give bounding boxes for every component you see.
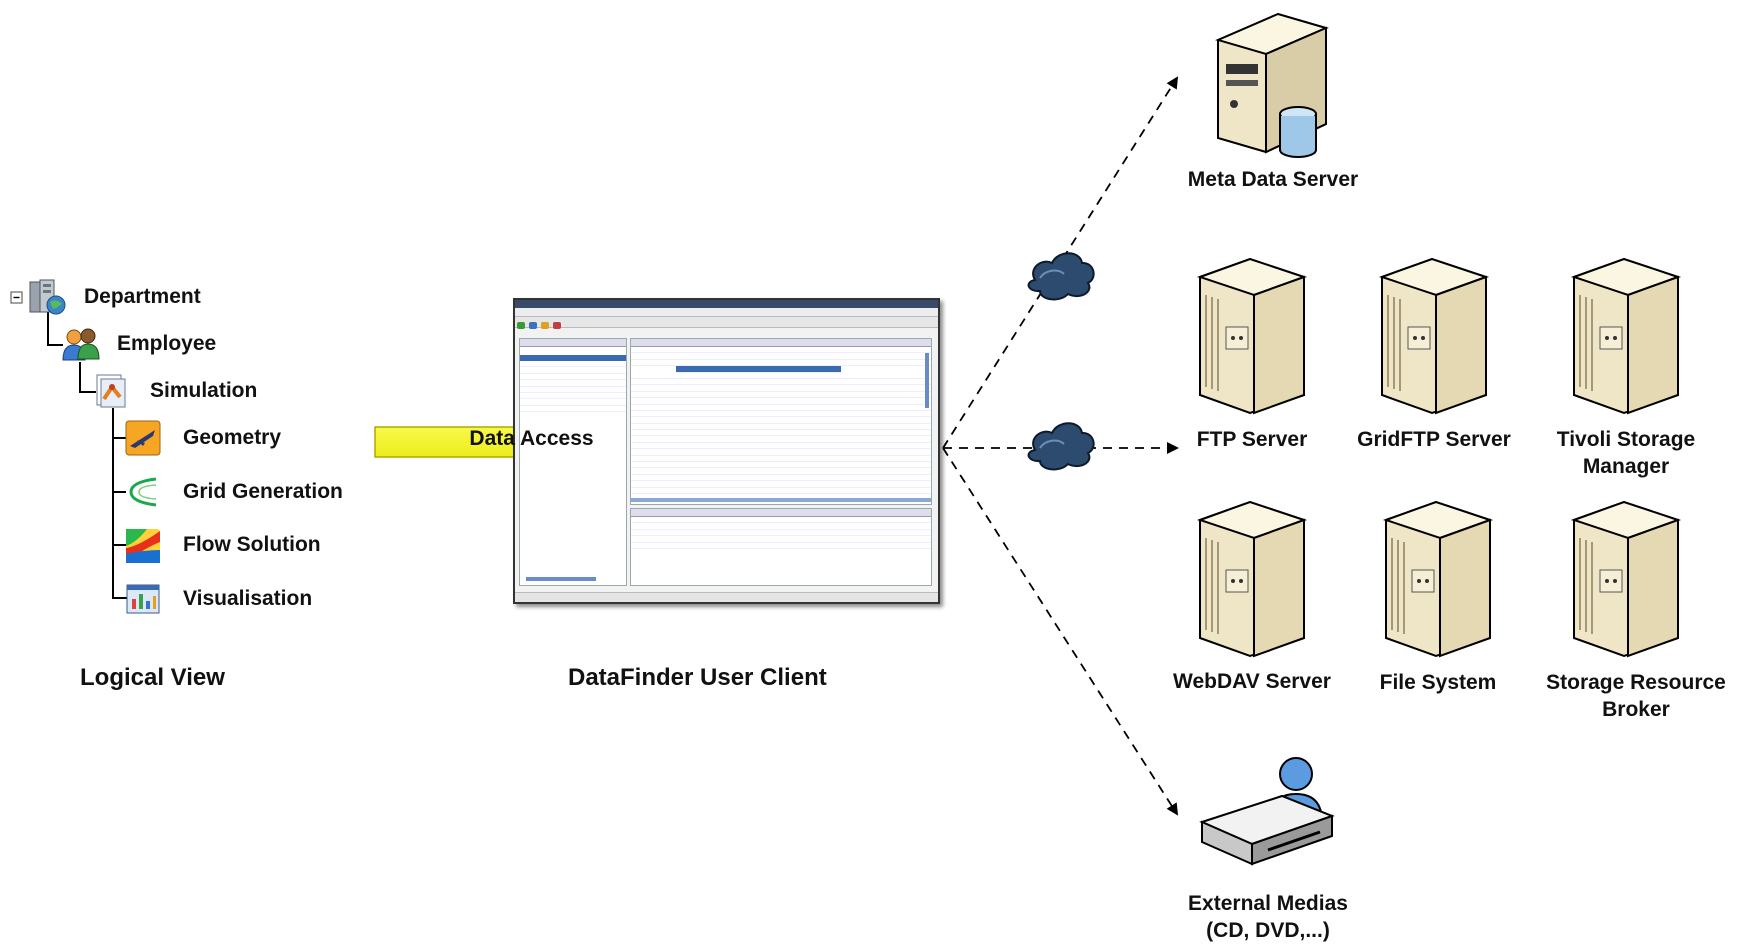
ftp-server-icon: [1196, 257, 1308, 415]
tree-label-simulation: Simulation: [150, 379, 258, 402]
tree-label-flow-solution: Flow Solution: [183, 533, 321, 556]
client-filesystem-pane: [519, 338, 627, 586]
grid-generation-icon: [126, 475, 160, 509]
flow-solution-icon: [126, 529, 160, 563]
client-caption: DataFinder User Client: [568, 664, 827, 691]
tivoli-storage-manager-icon: [1570, 257, 1682, 415]
client-titlebar: [515, 300, 938, 308]
meta-data-server-label: Meta Data Server: [1187, 168, 1359, 191]
webdav-server-label: WebDAV Server: [1173, 670, 1331, 693]
department-icon: [29, 279, 66, 315]
client-statusbar: [515, 592, 938, 602]
gridftp-server-label: GridFTP Server: [1357, 428, 1511, 451]
meta-data-server-icon: [1215, 12, 1329, 158]
collapse-toggle[interactable]: [10, 291, 23, 304]
client-toolbar: [515, 317, 938, 329]
simulation-icon: [96, 374, 126, 408]
logical-view-caption: Logical View: [80, 664, 225, 691]
geometry-icon: [125, 420, 161, 456]
ftp-server-label: FTP Server: [1196, 428, 1308, 451]
datafinder-client-screenshot: [513, 298, 940, 604]
client-attributes-pane: [630, 508, 932, 586]
external-media-icon: [1199, 757, 1335, 866]
storage-resource-broker-icon: [1570, 500, 1682, 658]
network-cloud-icon: [1027, 422, 1095, 471]
tree-label-grid-generation: Grid Generation: [183, 480, 343, 503]
tree-label-department: Department: [84, 285, 201, 308]
tree-label-geometry: Geometry: [183, 426, 282, 449]
employee-icon: [62, 328, 100, 361]
tree-label-visualisation: Visualisation: [183, 587, 313, 610]
file-system-label: File System: [1379, 671, 1497, 694]
client-server-view-pane: [630, 338, 932, 505]
tree-label-employee: Employee: [117, 332, 217, 355]
client-menubar: [515, 308, 938, 317]
gridftp-server-icon: [1378, 257, 1490, 415]
data-access-label: Data Access: [469, 427, 594, 450]
webdav-server-icon: [1196, 500, 1308, 658]
file-system-icon: [1382, 500, 1494, 658]
tree-lines: [47, 312, 127, 599]
visualisation-icon: [126, 584, 160, 614]
network-cloud-icon: [1027, 252, 1095, 301]
external-media-label: External Medias(CD, DVD,...): [1188, 892, 1348, 942]
